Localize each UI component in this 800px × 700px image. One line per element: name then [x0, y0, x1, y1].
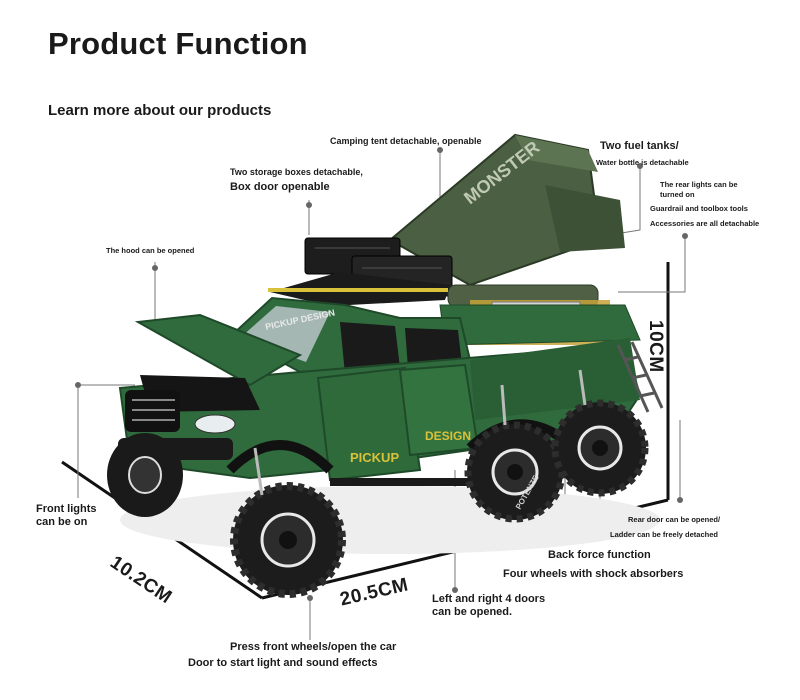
- roof-rack: [268, 272, 450, 306]
- callout-dots: [75, 147, 688, 601]
- wheel-front-left: [107, 433, 183, 517]
- callout-ladder: Ladder can be freely detached: [610, 530, 718, 539]
- page-subtitle: Learn more about our products: [48, 102, 272, 119]
- dimension-height: 10CM: [645, 320, 666, 373]
- callout-rear-lights-1: The rear lights can be: [660, 180, 738, 189]
- callout-rear-door: Rear door can be opened/: [628, 515, 721, 524]
- shock-absorbers: [253, 369, 587, 496]
- callout-rear-lights-2: turned on: [660, 190, 695, 199]
- side-text-front: PICKUP: [350, 450, 399, 465]
- callout-accessories: Accessories are all detachable: [650, 219, 760, 228]
- page-title: Product Function: [48, 26, 308, 61]
- callout-storage-boxes-1: Two storage boxes detachable,: [230, 167, 363, 177]
- cargo-bed: [439, 284, 641, 346]
- callout-front-lights-1: Front lights: [36, 503, 97, 515]
- callout-press-wheels-2: Door to start light and sound effects: [188, 657, 378, 669]
- callout-doors-2: can be opened.: [432, 606, 513, 618]
- callout-doors-1: Left and right 4 doors: [432, 593, 546, 605]
- camping-tent: MONSTER: [388, 133, 625, 287]
- callout-back-force: Back force function: [548, 549, 651, 561]
- car-body: PICKUP DESIGN PICKUP DESIGN: [118, 296, 664, 486]
- callout-fuel-tanks-2: Water bottle is detachable: [596, 158, 689, 167]
- callout-fuel-tanks-1: Two fuel tanks/: [600, 140, 679, 152]
- wheel-rear: [551, 399, 649, 497]
- wheel-front-right: [230, 482, 346, 598]
- wheels: POTENZE: [107, 399, 649, 598]
- callout-shock-absorbers: Four wheels with shock absorbers: [503, 568, 684, 580]
- callout-front-lights-2: can be on: [36, 516, 88, 528]
- callout-storage-boxes-2: Box door openable: [230, 181, 330, 193]
- callout-guardrail: Guardrail and toolbox tools: [650, 204, 748, 213]
- callout-hood: The hood can be opened: [106, 246, 195, 255]
- ground-shadow: [120, 486, 660, 554]
- callout-camping-tent: Camping tent detachable, openable: [330, 136, 482, 146]
- side-text-rear: DESIGN: [425, 429, 471, 443]
- callout-press-wheels-1: Press front wheels/open the car: [230, 641, 397, 653]
